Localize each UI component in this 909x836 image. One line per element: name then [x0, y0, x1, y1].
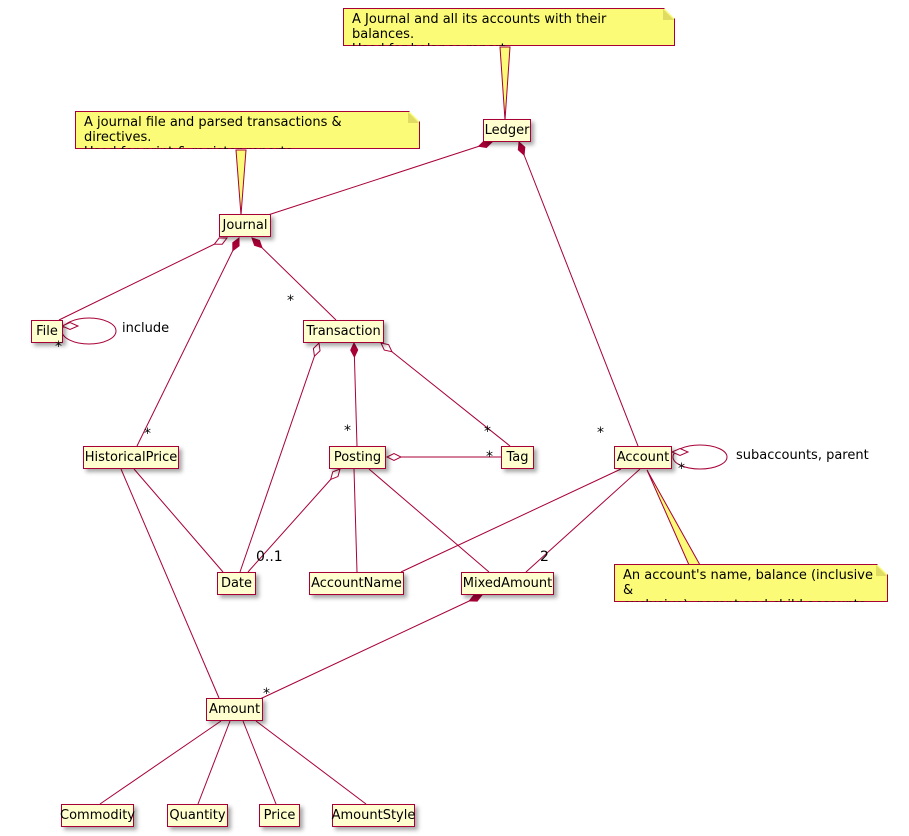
edge-account-accountname: [400, 468, 622, 573]
edge-transaction-date: [239, 341, 321, 573]
account-loop-open-diamond: [670, 447, 690, 457]
class-accountname: AccountName: [309, 572, 404, 595]
multiplicity-ledger-account: *: [597, 425, 604, 441]
note-fold-icon: [876, 565, 887, 576]
class-posting: Posting: [329, 446, 386, 469]
edge-ledger-journal: [267, 140, 494, 216]
multiplicity-file-include: *: [55, 339, 62, 355]
note-connector-account: [646, 469, 701, 566]
note-connector-journal: [235, 149, 247, 216]
class-ledger: Ledger: [483, 119, 531, 142]
edge-journal-file: [58, 237, 229, 321]
edge-transaction-posting: [350, 341, 359, 447]
label-subaccounts-parent: subaccounts, parent: [736, 448, 869, 463]
class-historicalprice: HistoricalPrice: [83, 446, 179, 469]
edge-amount-commodity: [99, 720, 222, 805]
edge-account-subaccounts-loop: [672, 444, 728, 470]
note-journal: A journal file and parsed transactions &…: [75, 111, 420, 149]
note-fold-icon: [663, 9, 674, 20]
edge-posting-date: [247, 468, 341, 573]
edge-amount-price: [242, 720, 277, 805]
class-journal: Journal: [219, 214, 271, 237]
edge-historicalprice-date: [133, 468, 224, 573]
multiplicity-journal-historicalprice: *: [144, 426, 151, 442]
note-fold-icon: [408, 112, 419, 123]
note-ledger: A Journal and all its accounts with thei…: [343, 8, 675, 46]
note-account: An account's name, balance (inclusive & …: [614, 564, 888, 602]
edge-mixedamount-amount: [259, 594, 484, 700]
edge-journal-historicalprice: [136, 236, 240, 447]
class-tag: Tag: [501, 446, 534, 469]
edge-account-mixedamount: [525, 468, 641, 573]
multiplicity-journal-transaction: *: [287, 293, 294, 309]
class-date: Date: [217, 572, 256, 595]
edge-amount-amountstyle: [255, 720, 367, 805]
class-account: Account: [614, 446, 672, 469]
edge-posting-mixedamount: [368, 468, 490, 573]
class-quantity: Quantity: [167, 804, 228, 827]
edge-historicalprice-amount: [120, 468, 220, 699]
file-loop-open-diamond: [60, 321, 80, 331]
edge-journal-transaction: [251, 237, 337, 321]
class-file: File: [31, 320, 63, 343]
class-amountstyle: AmountStyle: [332, 804, 415, 827]
multiplicity-posting-date: 0..1: [256, 549, 283, 565]
multiplicity-account-mixedamount: 2: [540, 549, 549, 565]
class-price: Price: [259, 804, 300, 827]
class-amount: Amount: [206, 698, 263, 721]
note-connector-ledger: [499, 46, 511, 121]
edge-file-include-loop: [61, 317, 117, 345]
class-mixedamount: MixedAmount: [461, 572, 554, 595]
label-include: include: [122, 321, 170, 336]
multiplicity-transaction-tag: *: [484, 424, 491, 440]
edge-amount-quantity: [197, 720, 231, 805]
multiplicity-posting-tag: *: [486, 449, 493, 465]
class-transaction: Transaction: [303, 320, 384, 343]
edge-ledger-account: [517, 140, 639, 447]
multiplicity-mixedamount-amount: *: [263, 686, 270, 702]
multiplicity-transaction-posting: *: [344, 423, 351, 439]
edge-posting-accountname: [353, 468, 358, 573]
multiplicity-account-subaccounts: *: [678, 461, 685, 477]
edge-transaction-tag: [380, 342, 511, 447]
class-commodity: Commodity: [60, 804, 135, 827]
